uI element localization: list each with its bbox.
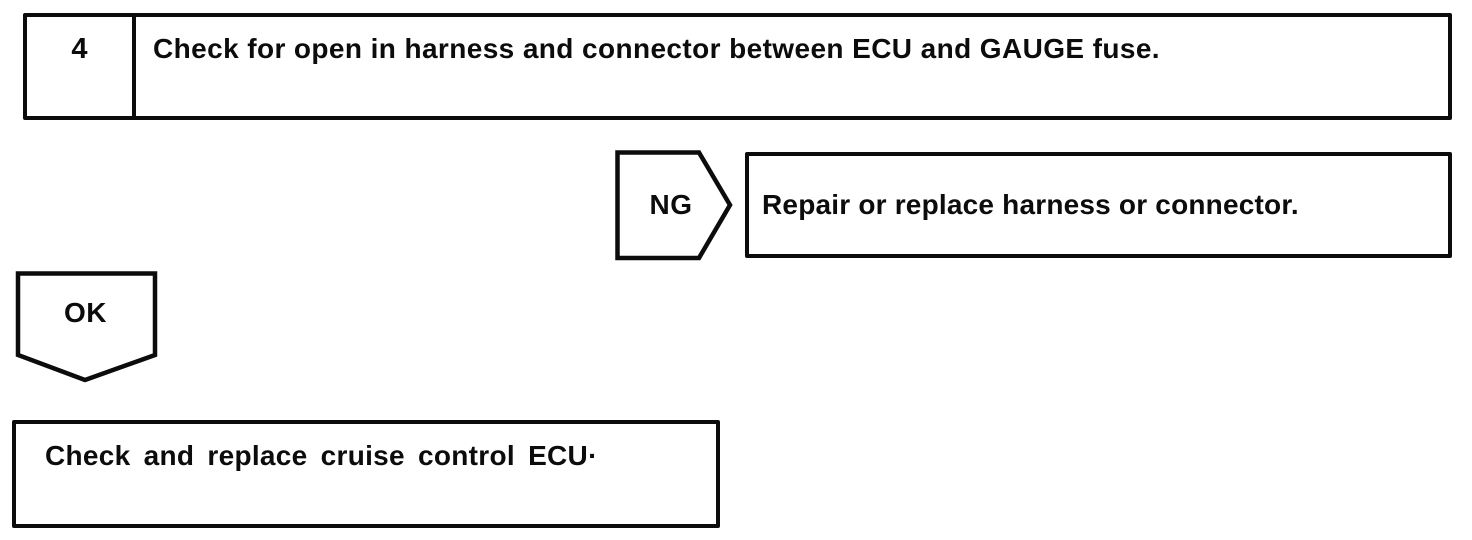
ok-connector: OK [14, 271, 159, 384]
step-number: 4 [27, 17, 136, 116]
ok-pentagon-icon [15, 271, 158, 383]
ok-action-box: Check and replace cruise control ECU· [12, 420, 720, 528]
step-box: 4 Check for open in harness and connecto… [23, 13, 1452, 120]
ng-action-box: Repair or replace harness or connector. [745, 152, 1452, 258]
ng-label: NG [649, 189, 693, 220]
ok-label: OK [64, 297, 107, 328]
step-instruction: Check for open in harness and connector … [153, 33, 1160, 64]
ng-pentagon-icon [615, 150, 733, 261]
ng-connector: NG [615, 150, 733, 261]
